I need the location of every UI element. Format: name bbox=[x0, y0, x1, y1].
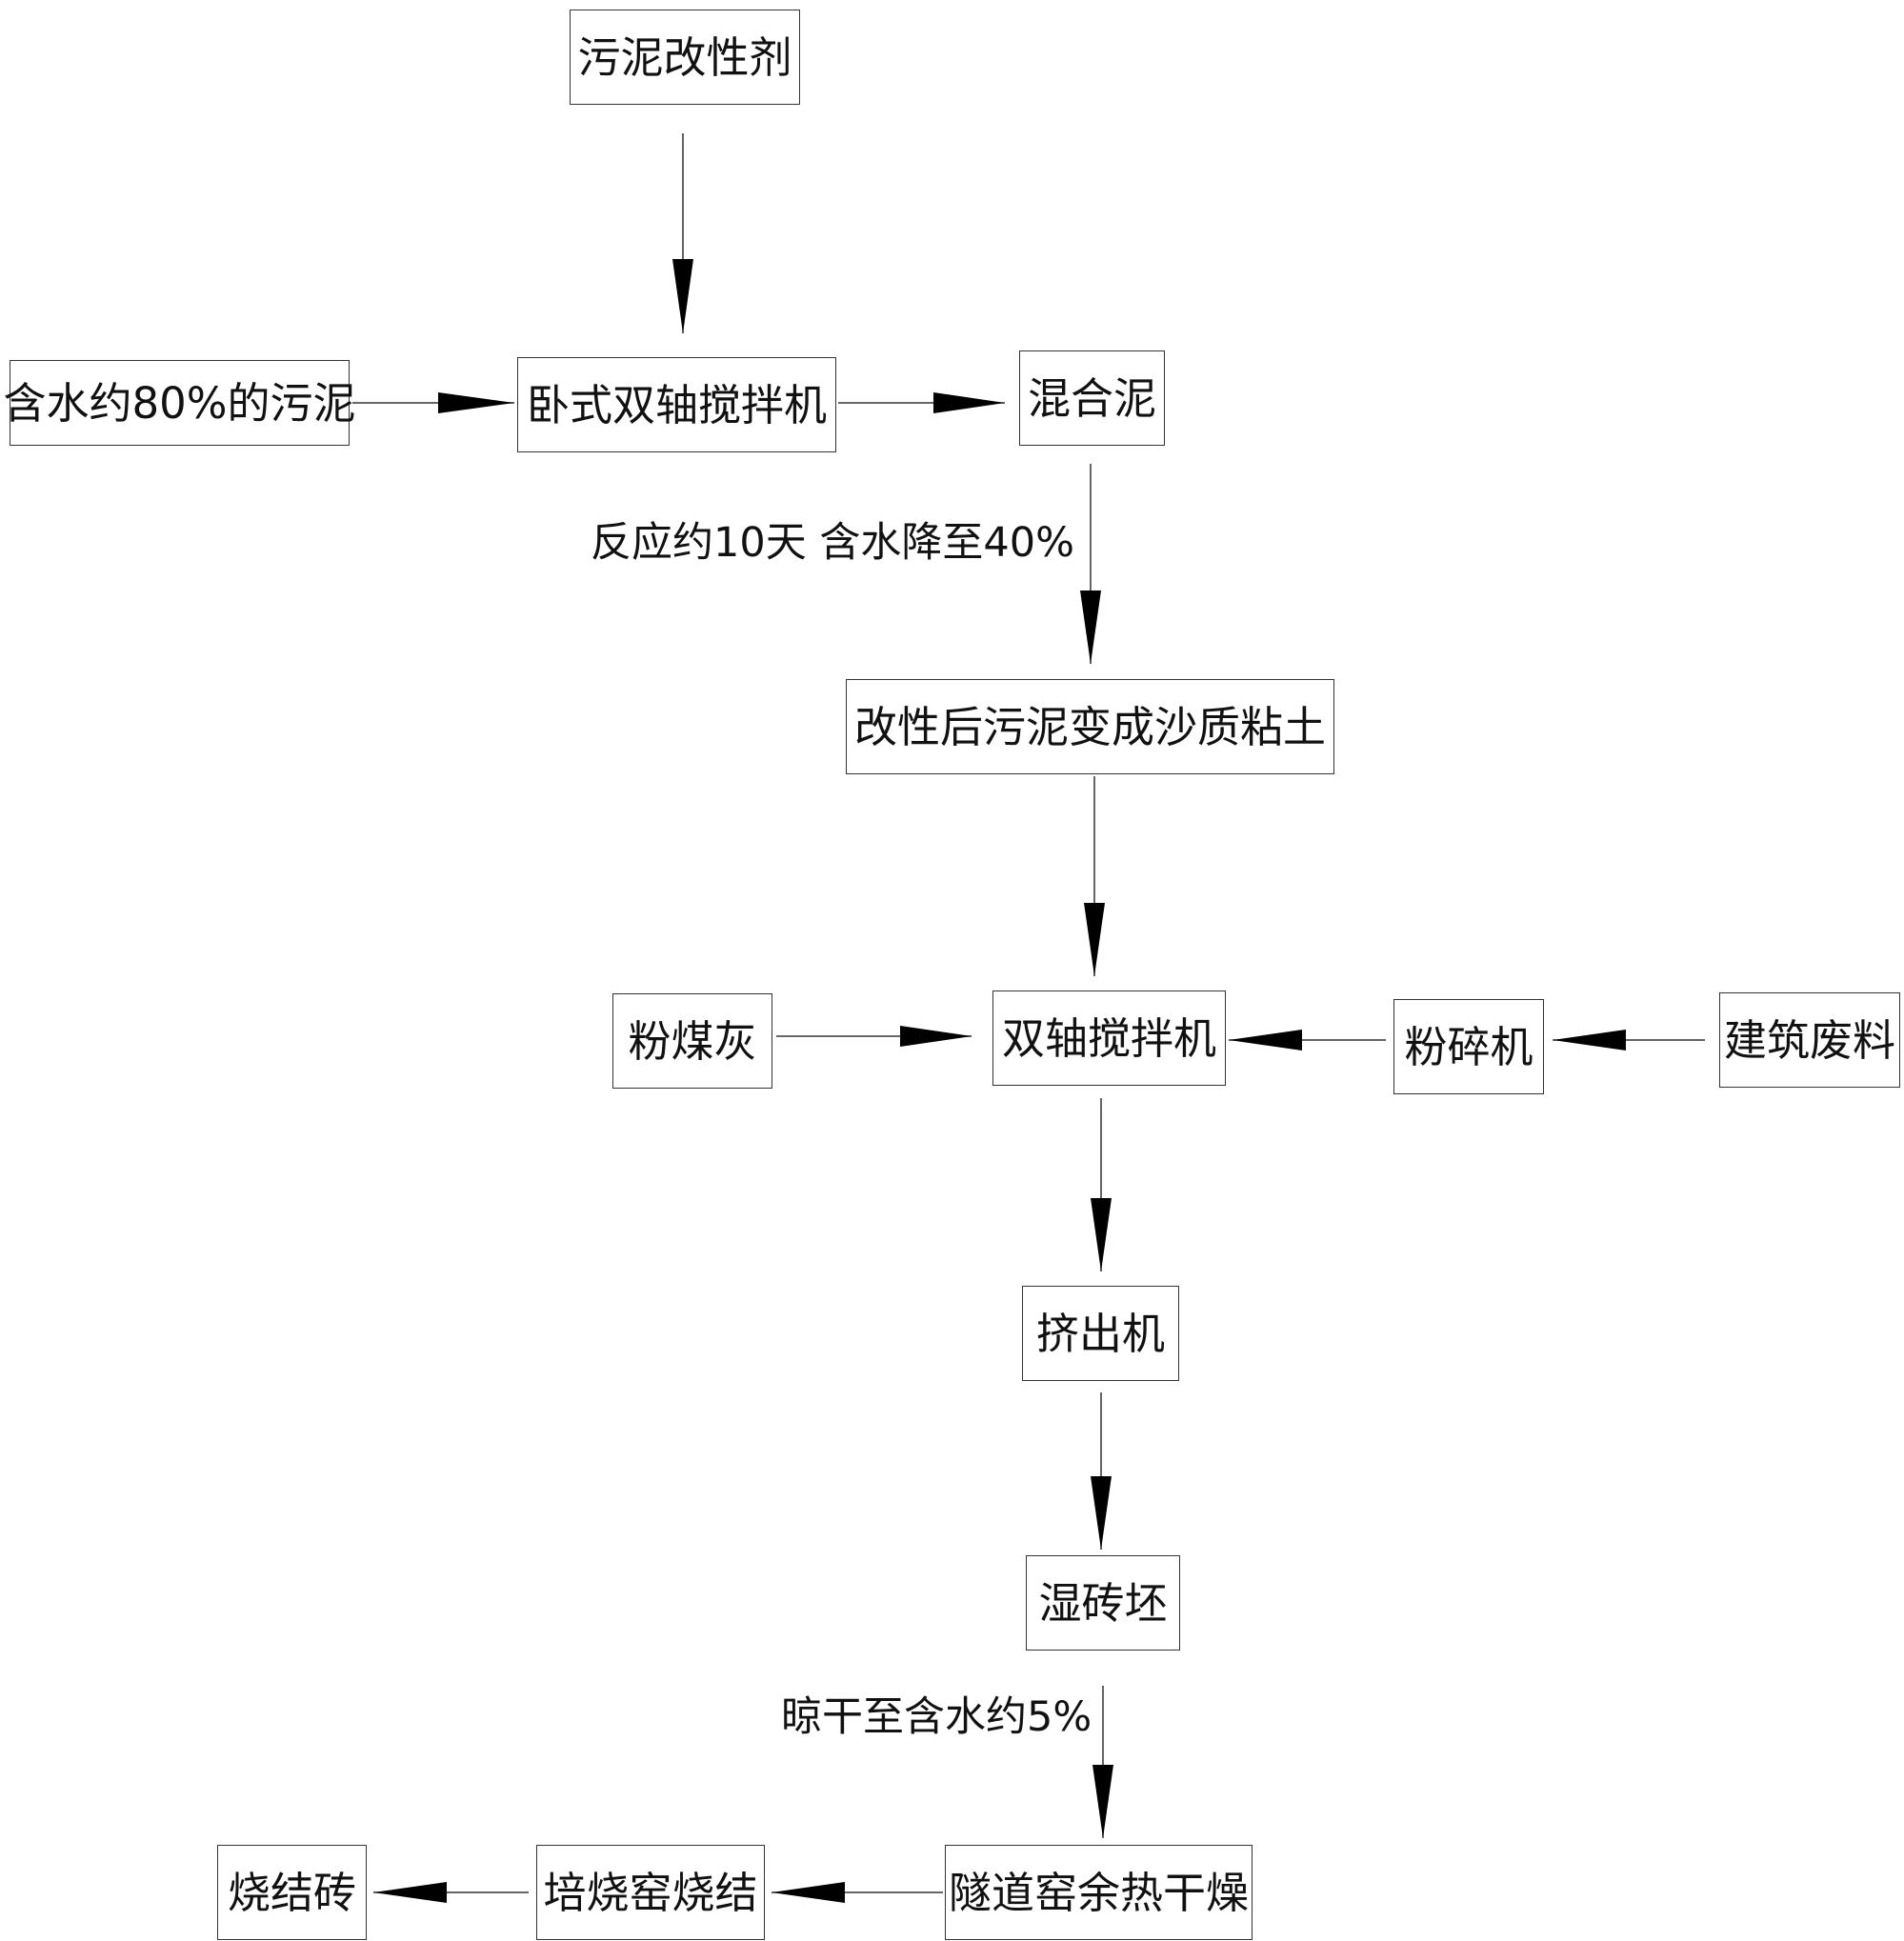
arrowhead bbox=[672, 259, 693, 333]
node-fly-ash: 粉煤灰 bbox=[612, 993, 772, 1089]
node-horizontal-twin-shaft-mixer: 卧式双轴搅拌机 bbox=[517, 357, 836, 452]
arrowhead bbox=[1091, 1476, 1112, 1550]
node-wet-sludge: 含水约80%的污泥 bbox=[3, 360, 356, 446]
label-air-dry: 晾干至含水约5% bbox=[781, 1693, 1092, 1741]
arrowhead bbox=[1553, 1030, 1626, 1051]
arrowhead bbox=[772, 1882, 845, 1903]
node-kiln-firing: 培烧窑烧结 bbox=[536, 1845, 765, 1940]
node-sintered-brick: 烧结砖 bbox=[217, 1845, 367, 1940]
arrowhead bbox=[1084, 903, 1105, 976]
node-tunnel-kiln-drying: 隧道窑余热干燥 bbox=[945, 1845, 1253, 1940]
arrowhead bbox=[900, 1026, 972, 1047]
label-reaction: 反应约10天 含水降至40% bbox=[591, 519, 1074, 567]
node-mixed-mud: 混合泥 bbox=[1019, 350, 1165, 446]
node-twin-shaft-mixer: 双轴搅拌机 bbox=[992, 991, 1226, 1086]
arrowhead bbox=[1092, 1765, 1113, 1838]
arrowhead bbox=[373, 1882, 447, 1903]
node-modified-clay: 改性后污泥变成沙质粘土 bbox=[846, 679, 1334, 774]
node-wet-brick: 湿砖坯 bbox=[1026, 1555, 1180, 1651]
node-construction-waste: 建筑废料 bbox=[1719, 992, 1900, 1088]
arrowhead bbox=[438, 392, 514, 413]
arrowhead bbox=[933, 392, 1005, 413]
arrowhead bbox=[1091, 1198, 1112, 1271]
node-sludge-modifier: 污泥改性剂 bbox=[570, 10, 800, 105]
node-crusher: 粉碎机 bbox=[1393, 999, 1544, 1094]
arrowhead bbox=[1080, 590, 1101, 664]
arrowhead bbox=[1229, 1030, 1302, 1051]
node-extruder: 挤出机 bbox=[1022, 1286, 1179, 1381]
